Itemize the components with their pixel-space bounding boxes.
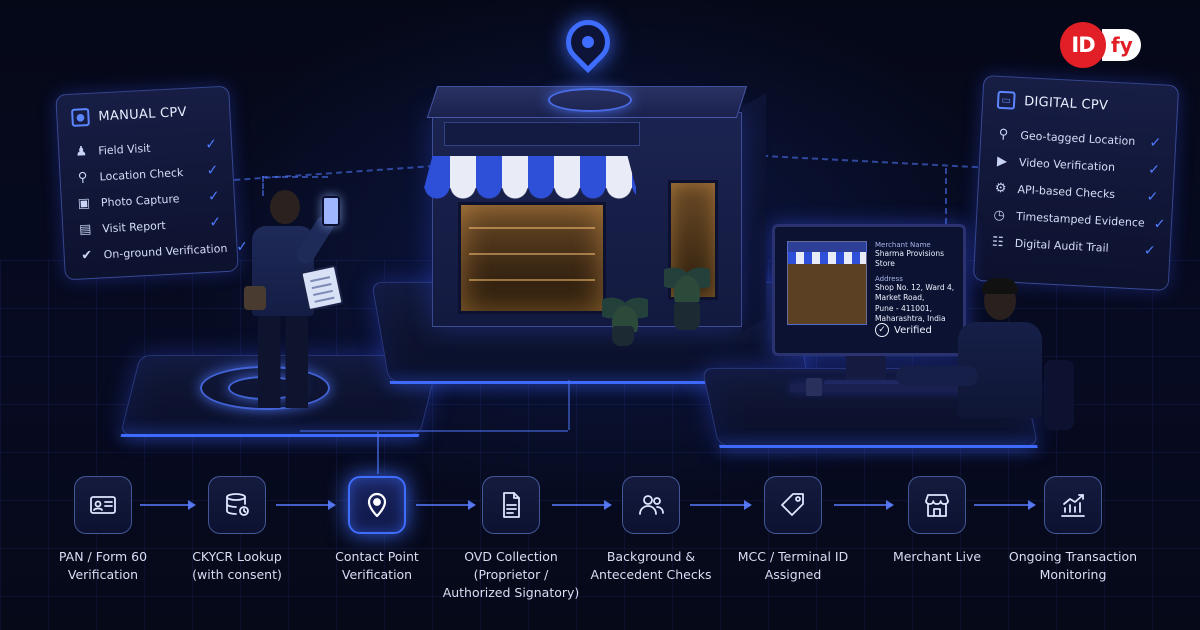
flow-arrow	[416, 500, 476, 510]
verified-badge: ✓ Verified	[875, 323, 932, 337]
trunk-right	[378, 430, 568, 432]
check-icon: ✓	[1149, 134, 1162, 151]
digital-verifier-hair	[982, 278, 1018, 294]
desk	[790, 384, 1040, 392]
flow-arrow	[974, 500, 1036, 510]
trunk-to-cpv	[377, 432, 379, 474]
connector-monitor	[945, 168, 947, 224]
chart-icon	[1061, 494, 1085, 517]
store-awning-scallop	[424, 186, 636, 202]
camera-icon: ▣	[77, 195, 91, 212]
video-icon: ▶	[996, 153, 1008, 170]
monitor-stand	[846, 356, 886, 382]
store-signboard	[444, 122, 640, 146]
step-merchant-live: Merchant Live	[852, 476, 1022, 566]
bag-icon	[244, 286, 266, 310]
mug-icon	[806, 378, 822, 396]
step-icon-box	[348, 476, 406, 534]
store-side-wall	[742, 93, 766, 332]
phone-icon	[322, 196, 340, 226]
step-background-checks: Background & Antecedent Checks	[566, 476, 736, 584]
connector-agent-h	[262, 176, 328, 178]
step-contact-point-verification: Contact Point Verification	[292, 476, 462, 584]
connector-digital-store	[742, 153, 978, 169]
location-search-icon: ⚲	[77, 169, 88, 186]
digital-cpv-panel: ▭ DIGITAL CPV ⚲ Geo-tagged Location ✓ ▶ …	[972, 75, 1180, 291]
check-icon: ✓	[209, 214, 222, 231]
merchant-details: Merchant Name Sharma Provisions Store Ad…	[875, 241, 955, 323]
plant-pot	[674, 302, 700, 330]
location-pin-icon	[367, 492, 387, 518]
user-badge-icon: ●	[71, 107, 90, 127]
store-icon	[925, 494, 949, 517]
step-icon-box	[1044, 476, 1102, 534]
flow-arrow	[834, 500, 894, 510]
step-icon-box	[74, 476, 132, 534]
step-icon-box	[622, 476, 680, 534]
connector-agent	[262, 176, 264, 196]
step-ovd-collection: OVD Collection (Proprietor / Authorized …	[426, 476, 596, 602]
check-circle-icon: ✓	[875, 323, 889, 337]
check-icon: ✓	[1147, 161, 1161, 178]
flow-arrow	[140, 500, 196, 510]
store-awning	[424, 156, 636, 189]
audit-icon: ☷	[991, 234, 1004, 251]
digital-cpv-title: DIGITAL CPV	[1023, 93, 1109, 114]
step-mcc-terminal-id: MCC / Terminal ID Assigned	[708, 476, 878, 584]
tag-icon	[781, 493, 804, 516]
step-transaction-monitoring: Ongoing Transaction Monitoring	[988, 476, 1158, 584]
document-icon: ▤	[78, 221, 92, 238]
check-circle-icon: ✔	[80, 247, 93, 264]
location-pin-icon	[556, 10, 620, 74]
document-icon	[503, 492, 520, 518]
plant-icon	[602, 292, 648, 332]
step-ckycr-lookup: CKYCR Lookup (with consent)	[152, 476, 322, 584]
step-icon-box	[764, 476, 822, 534]
check-icon: ✓	[1146, 188, 1159, 205]
id-card-icon	[90, 496, 116, 514]
check-icon: ✓	[206, 162, 219, 179]
pin-ring	[548, 88, 632, 112]
store-photo	[787, 241, 867, 325]
check-icon: ✓	[235, 238, 249, 256]
field-agent-legs	[258, 312, 308, 408]
logo-mark: ID	[1060, 22, 1106, 68]
flow-arrow	[690, 500, 752, 510]
plant-icon	[664, 262, 710, 302]
plant-pot	[612, 326, 634, 346]
api-icon: ⚙	[994, 180, 1007, 197]
manual-cpv-panel: ● MANUAL CPV ♟ Field Visit ✓ ⚲ Location …	[55, 85, 248, 281]
check-icon: ✓	[1153, 215, 1166, 233]
step-icon-box	[482, 476, 540, 534]
step-icon-box	[908, 476, 966, 534]
logo-tail: fy	[1102, 29, 1141, 61]
flow-arrow	[552, 500, 612, 510]
check-icon: ✓	[1143, 242, 1156, 259]
trunk-left	[300, 430, 378, 432]
digital-verifier-arm	[896, 366, 978, 386]
idfy-logo: ID fy	[1060, 22, 1141, 68]
step-pan-verification: PAN / Form 60 Verification	[18, 476, 188, 584]
user-icon: ♟	[75, 143, 88, 160]
manual-cpv-title: MANUAL CPV	[98, 104, 188, 124]
store-window	[458, 202, 606, 314]
monitor-icon: ▭	[996, 90, 1016, 110]
field-agent-head	[270, 190, 300, 224]
trunk-store	[568, 380, 570, 430]
step-icon-box	[208, 476, 266, 534]
clock-icon: ◷	[993, 207, 1006, 224]
check-icon: ✓	[207, 188, 221, 205]
database-icon	[226, 493, 249, 516]
users-icon	[639, 495, 664, 515]
location-pin-icon: ⚲	[998, 126, 1009, 143]
flow-arrow	[276, 500, 336, 510]
check-icon: ✓	[204, 136, 218, 153]
connector-manual-store	[234, 165, 434, 181]
office-chair	[1044, 360, 1074, 430]
verification-monitor: Merchant Name Sharma Provisions Store Ad…	[772, 224, 966, 356]
